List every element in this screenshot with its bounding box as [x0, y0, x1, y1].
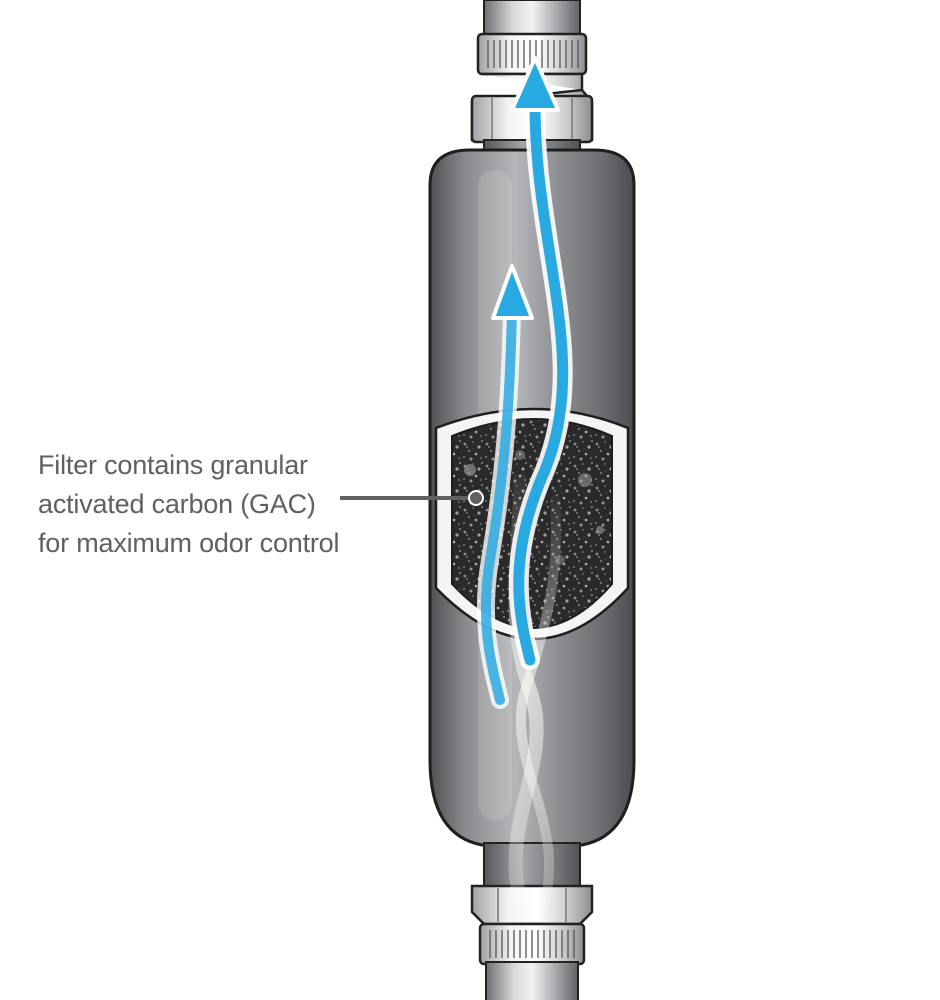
callout-line-2: activated carbon (GAC) — [38, 489, 316, 519]
callout-label: Filter contains granular activated carbo… — [38, 446, 368, 563]
callout-line-1: Filter contains granular — [38, 450, 308, 480]
callout-line-3: for maximum odor control — [38, 528, 340, 558]
inlet-nut — [470, 884, 594, 926]
water-flow-arrow-icon — [476, 56, 573, 709]
inlet-pipe — [485, 961, 579, 1000]
inlet-collar — [478, 922, 586, 966]
callout-leader-line — [340, 490, 484, 506]
inlet-neck — [483, 842, 581, 888]
outlet-collar — [476, 32, 588, 76]
